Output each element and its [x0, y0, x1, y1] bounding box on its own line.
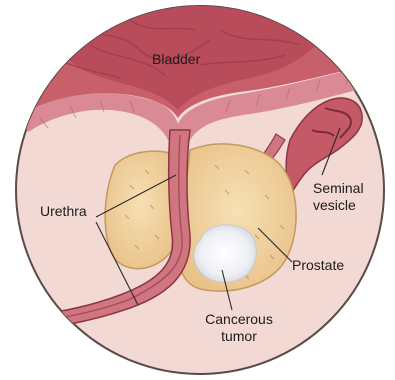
label-cancerous-tumor: Cancerous tumor — [196, 311, 282, 345]
label-bladder: Bladder — [152, 51, 200, 68]
label-urethra: Urethra — [40, 203, 87, 220]
label-tumor-line-1: Cancerous — [196, 311, 282, 328]
prostate-left-lobe — [105, 151, 175, 269]
label-seminal-vesicle: Seminal vesicle — [313, 180, 364, 214]
label-seminal-line-1: Seminal — [313, 180, 364, 197]
label-seminal-line-2: vesicle — [313, 197, 364, 214]
label-tumor-line-2: tumor — [196, 328, 282, 345]
label-prostate: Prostate — [292, 257, 344, 274]
